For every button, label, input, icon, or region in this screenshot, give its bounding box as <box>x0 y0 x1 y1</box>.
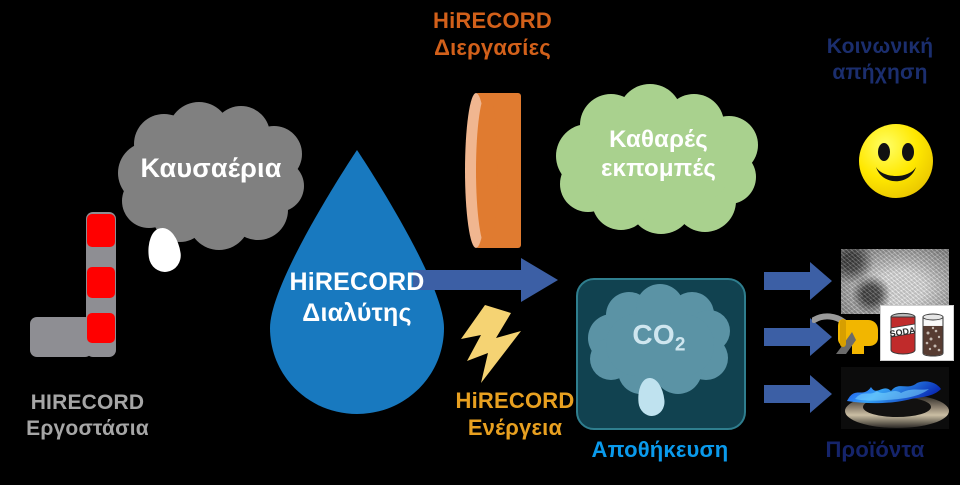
clean-emissions-label: Καθαρές εκπομπές <box>600 126 717 183</box>
solvent-droplet-shape <box>266 148 448 416</box>
product-gas-flame-image <box>841 367 949 429</box>
product-soda-can-image: SODA <box>880 305 954 361</box>
product-mineral-powder-image <box>841 249 949 314</box>
co2-molecule-label: CO2 <box>588 318 730 357</box>
clean-emissions-cloud-icon <box>556 84 761 234</box>
product-fuel-nozzle-image <box>811 310 888 358</box>
energy-label: HiRECORD Ενέργεια <box>455 388 575 440</box>
factory-building <box>30 317 92 357</box>
arrow-storage-to-mineral <box>764 262 832 300</box>
cylinder-cap-front <box>476 93 498 248</box>
processes-cylinder-shape <box>465 93 521 248</box>
exhaust-cloud-icon <box>116 100 306 250</box>
smiley-face-icon <box>857 122 935 200</box>
co2-cloud-icon <box>588 284 730 396</box>
factory-light-top <box>87 214 115 247</box>
lightning-bolt-icon <box>455 305 525 383</box>
arrow-storage-to-fuel <box>764 318 832 356</box>
arrow-droplet-to-storage <box>413 258 558 302</box>
factory-light-bottom <box>87 313 115 343</box>
factory-label: HIRECORD Εργοστάσια <box>26 391 149 440</box>
soda-can-text: SODA <box>889 325 917 339</box>
exhaust-cloud-label: Καυσαέρια <box>140 153 282 183</box>
solvent-droplet-label: HiRECORD Διαλύτης <box>289 268 425 327</box>
storage-label: Αποθήκευση <box>591 437 729 462</box>
co2-main-text: CO <box>632 319 675 350</box>
social-impact-label: Κοινωνική απήχηση <box>826 35 934 84</box>
processes-label: HiRECORD Διεργασίες <box>433 8 552 60</box>
factory-light-middle <box>87 267 115 298</box>
products-label: Προϊόντα <box>825 437 925 462</box>
co2-subscript: 2 <box>674 334 686 356</box>
arrow-storage-to-gas <box>764 375 832 413</box>
factory-icon <box>30 212 140 357</box>
